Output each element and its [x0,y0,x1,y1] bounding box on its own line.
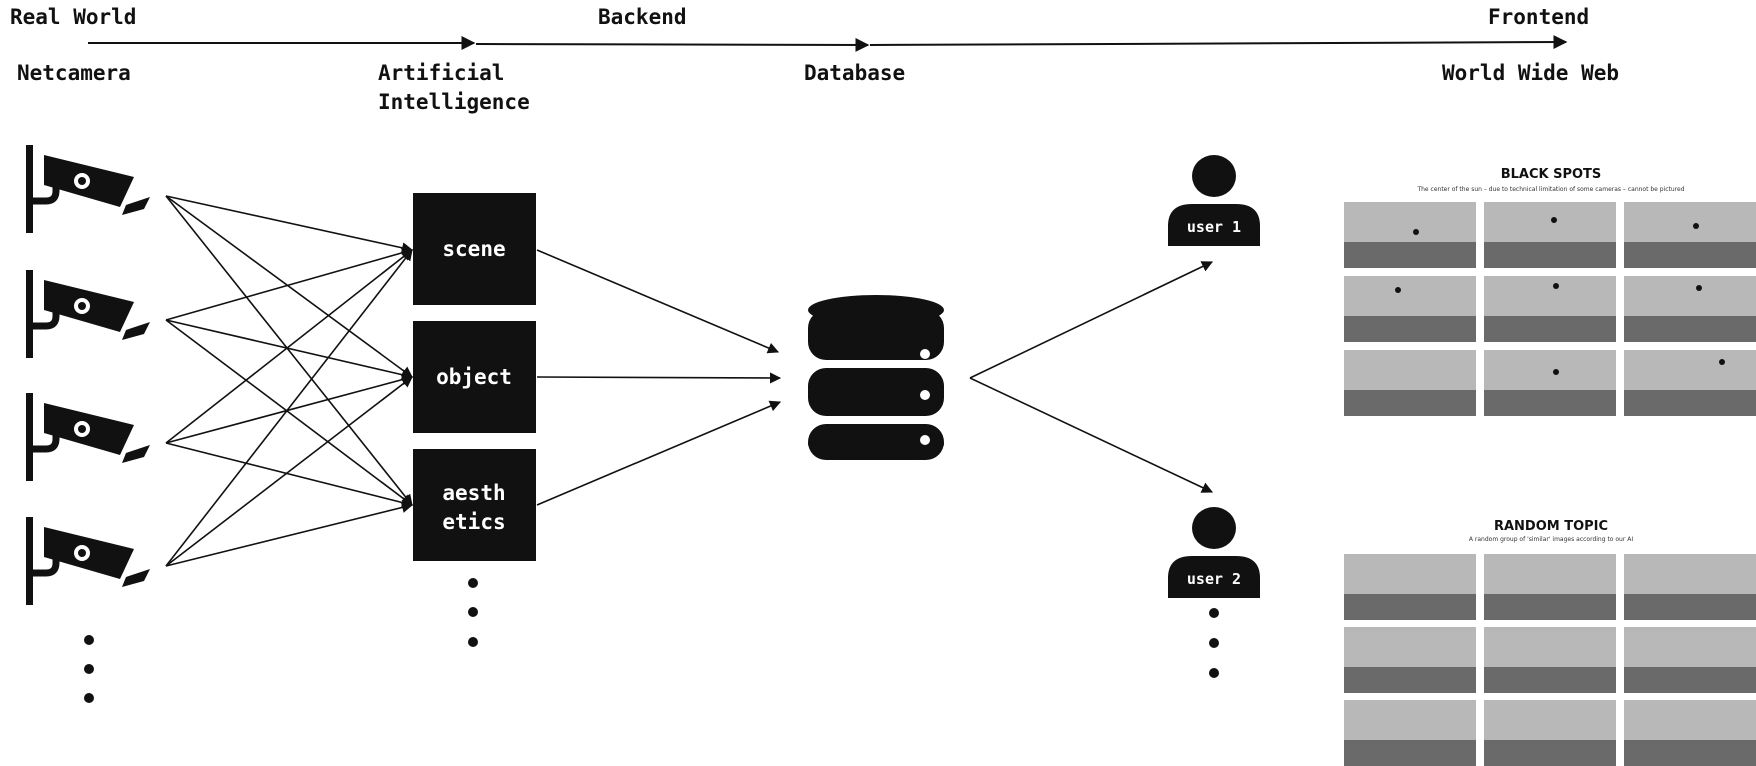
image-grid [1344,202,1756,416]
image-thumbnail [1344,350,1476,416]
column-netcamera: Netcamera [17,61,131,85]
ai-box-label: etics [442,510,505,534]
column-ai-line1: Artificial [378,61,504,85]
image-thumbnail [1624,700,1756,766]
panel-title: BLACK SPOTS [1501,167,1602,182]
image-thumbnail [1484,627,1616,693]
cctv-camera-icon [26,145,150,233]
image-thumbnail [1484,700,1616,766]
user-2: user 2 [1168,507,1260,598]
image-thumbnail [1624,276,1756,342]
ai-database-connections [536,249,782,506]
image-grid [1344,554,1756,766]
ai-box-aesthetics: aesth etics [413,449,536,561]
image-thumbnail [1344,627,1476,693]
image-thumbnail [1344,700,1476,766]
panel-subtitle: The center of the sun – due to technical… [1416,186,1684,193]
camera-more-dots [84,635,94,703]
database-user-connections [969,261,1214,493]
stage-backend: Backend [598,5,687,29]
image-thumbnail [1624,627,1756,693]
column-database: Database [804,61,905,85]
stage-real-world: Real World [10,5,136,29]
user-1: user 1 [1168,155,1260,246]
image-thumbnail [1344,276,1476,342]
cctv-camera-icon [26,270,150,358]
ai-box-label: aesth [442,481,505,505]
cctv-camera-icon [26,517,150,605]
image-thumbnail [1624,350,1756,416]
panel-subtitle: A random group of 'similar' images accor… [1469,536,1633,543]
image-thumbnail [1344,202,1476,268]
web-panel-black-spots: BLACK SPOTS The center of the sun – due … [1344,167,1756,416]
camera-ai-connections [165,195,414,567]
ai-box-label: object [436,365,512,389]
image-thumbnail [1484,554,1616,620]
user-more-dots [1209,608,1219,678]
database-icon [808,295,944,460]
timeline-arrows [88,35,1568,52]
user-label: user 2 [1187,570,1241,588]
image-thumbnail [1624,554,1756,620]
ai-box-object: object [413,321,536,433]
web-panel-random-topic: RANDOM TOPIC A random group of 'similar'… [1344,519,1756,766]
image-thumbnail [1344,554,1476,620]
image-thumbnail [1484,276,1616,342]
image-thumbnail [1624,202,1756,268]
cctv-camera-icon [26,393,150,481]
image-thumbnail [1484,202,1616,268]
stage-frontend: Frontend [1488,5,1589,29]
user-label: user 1 [1187,218,1241,236]
image-thumbnail [1484,350,1616,416]
panel-title: RANDOM TOPIC [1494,519,1608,534]
column-www: World Wide Web [1442,61,1619,85]
ai-box-label: scene [442,237,505,261]
ai-box-scene: scene [413,193,536,305]
ai-more-dots [468,578,478,647]
column-ai-line2: Intelligence [378,90,530,114]
